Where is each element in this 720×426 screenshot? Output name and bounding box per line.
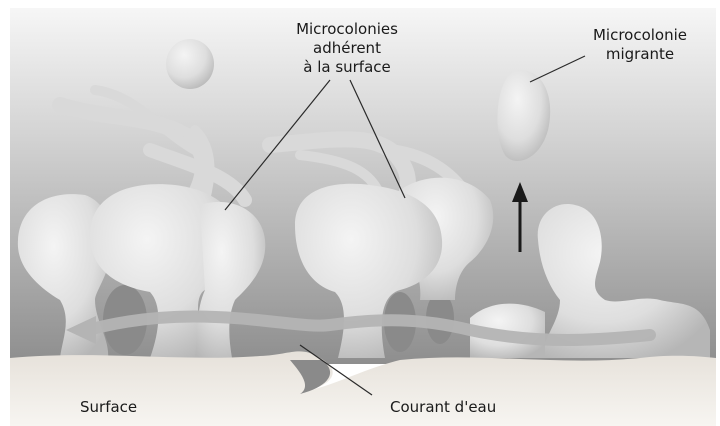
label-surface: Surface (80, 398, 137, 417)
label-microcolonie-migrante: Microcolonie migrante (570, 26, 710, 64)
label-courant-deau: Courant d'eau (390, 398, 496, 417)
floating-colony-small (166, 39, 214, 89)
label-line: adhérent (262, 39, 432, 58)
label-line: migrante (570, 45, 710, 64)
label-microcolonies-adherent: Microcolonies adhérent à la surface (262, 20, 432, 77)
label-line: Microcolonie (570, 26, 710, 45)
label-line: à la surface (262, 58, 432, 77)
label-line: Microcolonies (262, 20, 432, 39)
